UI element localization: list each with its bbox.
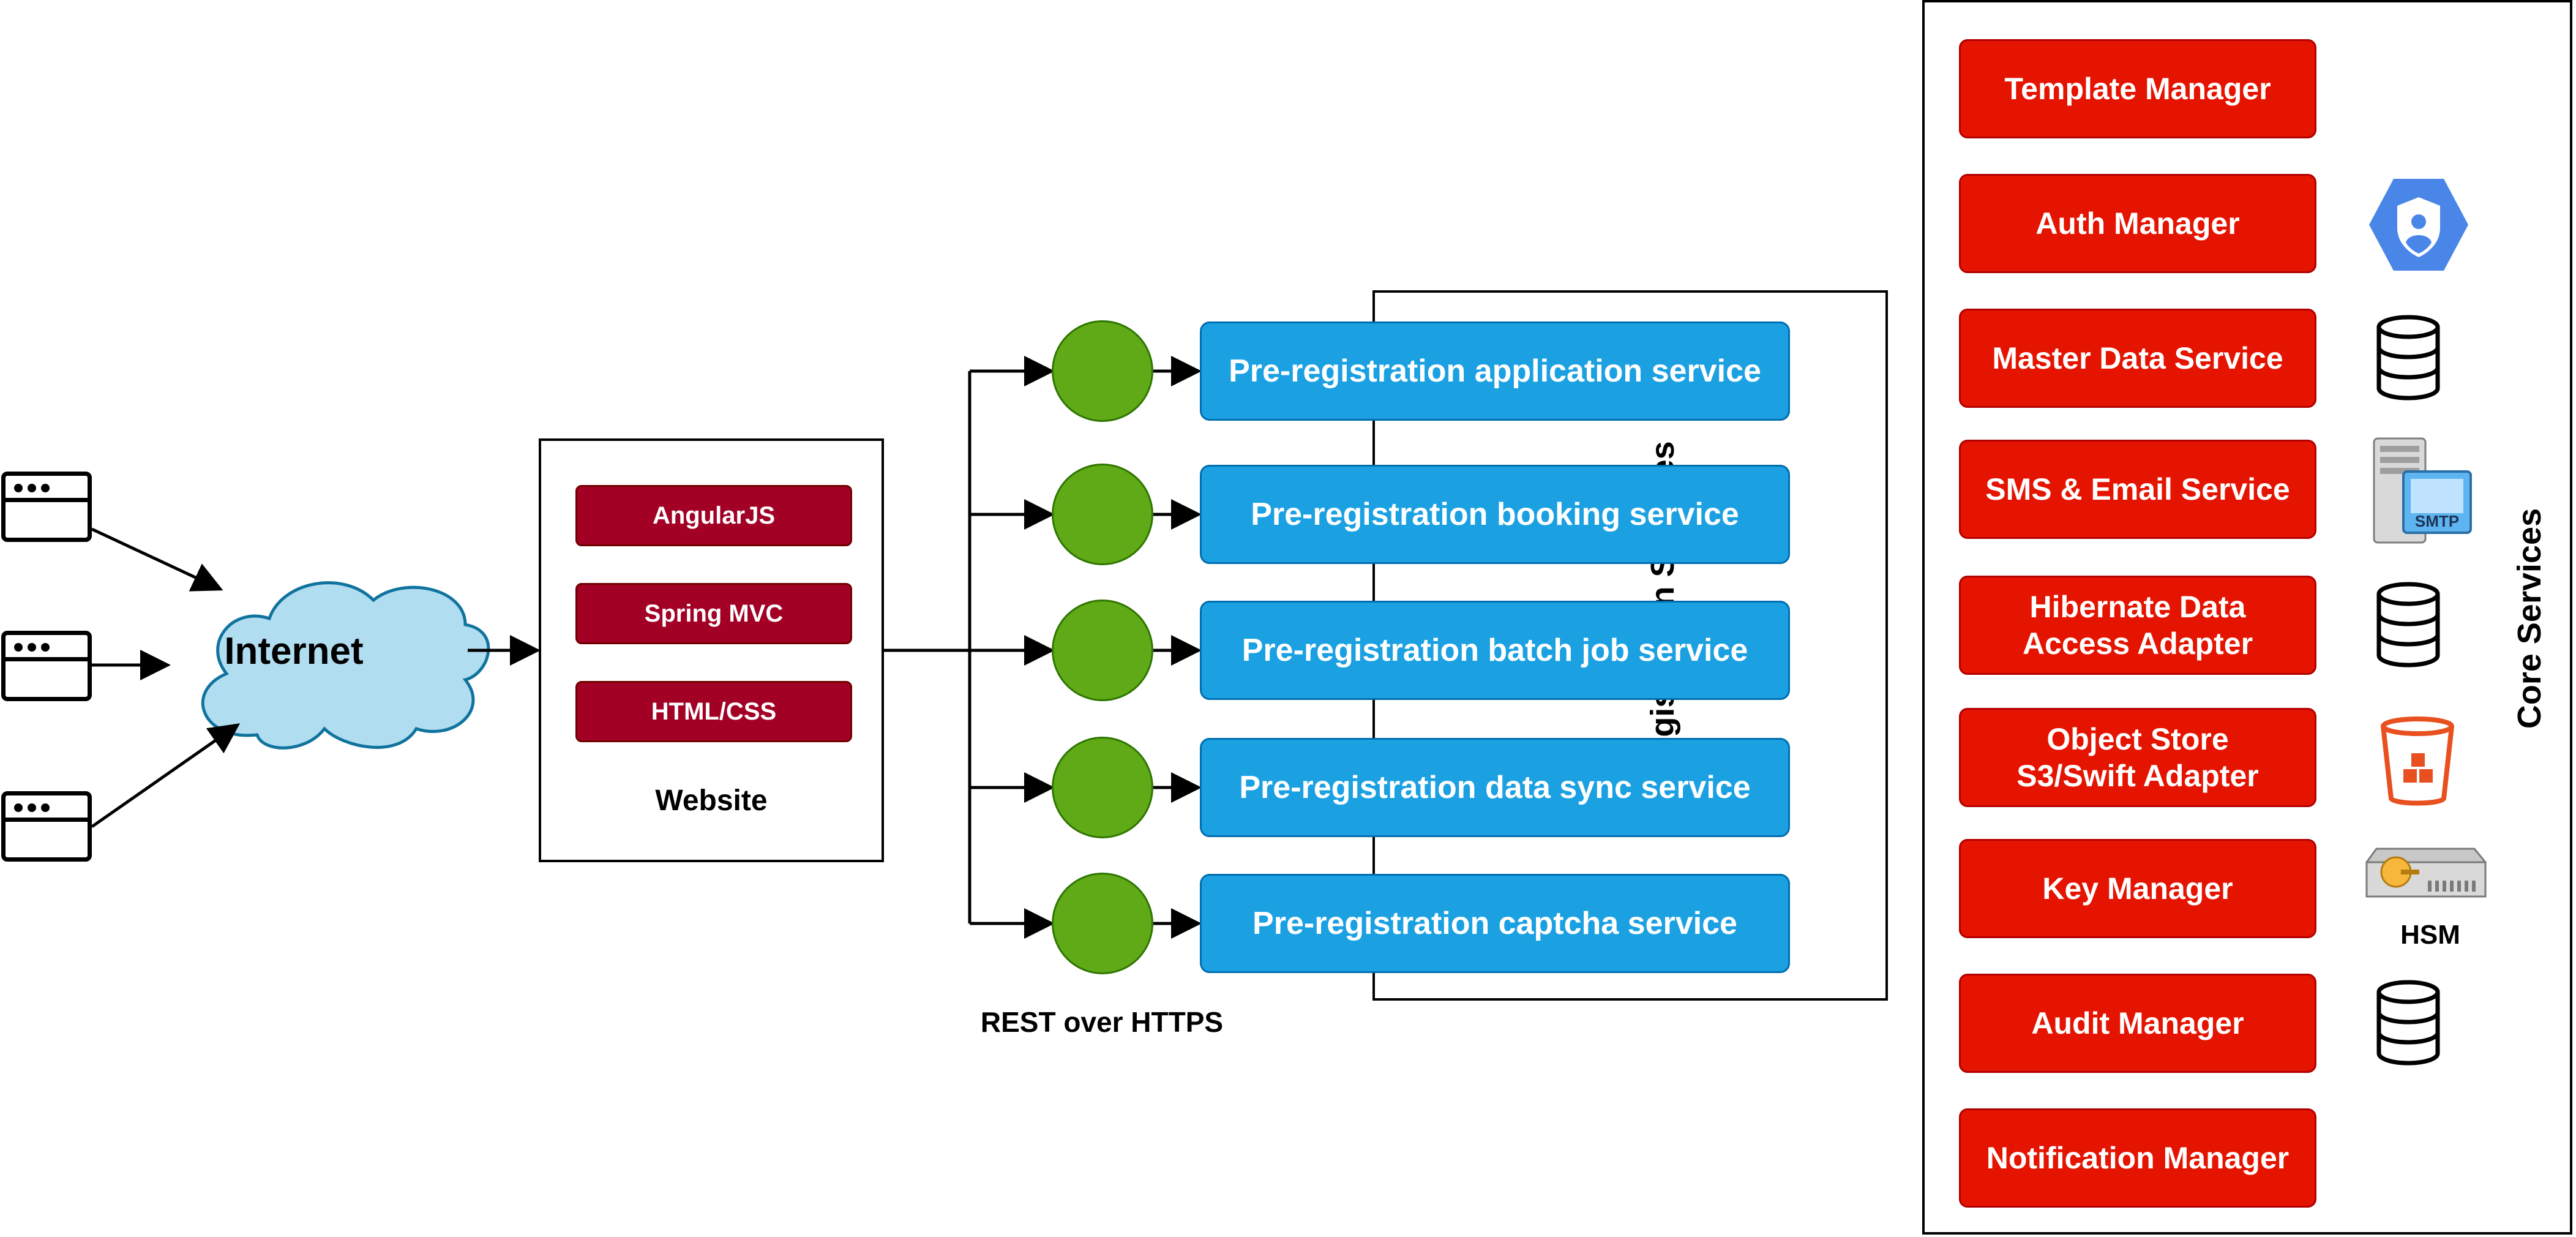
rest-endpoint-icon xyxy=(1052,600,1153,701)
database-icon xyxy=(2376,980,2440,1066)
tech-spring-mvc: Spring MVC xyxy=(575,583,852,644)
svg-text:SMTP: SMTP xyxy=(2415,512,2459,530)
rest-endpoint-icon xyxy=(1052,873,1153,974)
browser-3-arrow xyxy=(91,723,241,829)
browser-window-icon xyxy=(1,472,92,542)
rest-endpoint-icon xyxy=(1052,320,1153,422)
hsm-label: HSM xyxy=(2400,920,2460,950)
service-captcha: Pre-registration captcha service xyxy=(1200,874,1790,973)
tech-html-css: HTML/CSS xyxy=(575,681,852,742)
rest-endpoint-icon xyxy=(1052,737,1153,838)
core-key-manager: Key Manager xyxy=(1959,839,2316,938)
core-master-data-service: Master Data Service xyxy=(1959,309,2316,408)
core-audit-manager: Audit Manager xyxy=(1959,974,2316,1073)
core-notification-manager: Notification Manager xyxy=(1959,1108,2316,1208)
core-sms-email-service: SMS & Email Service xyxy=(1959,440,2316,539)
service-batch-job: Pre-registration batch job service xyxy=(1200,601,1790,700)
s3-bucket-icon xyxy=(2381,716,2454,806)
rest-over-https-label: REST over HTTPS xyxy=(980,1006,1224,1038)
browser-1-arrow xyxy=(91,527,223,592)
internet-cloud-icon xyxy=(201,581,490,750)
browser-window-icon xyxy=(1,791,92,862)
website-label: Website xyxy=(655,784,768,817)
core-group-label: Core Services xyxy=(2511,508,2548,729)
shield-user-icon xyxy=(2369,179,2468,271)
tech-angularjs: AngularJS xyxy=(575,485,852,546)
smtp-server-icon: SMTP xyxy=(2373,437,2472,544)
core-hibernate-adapter: Hibernate Data Access Adapter xyxy=(1959,576,2316,675)
database-icon xyxy=(2376,315,2440,400)
rest-endpoint-icon xyxy=(1052,464,1153,565)
browser-window-icon xyxy=(1,631,92,701)
service-data-sync: Pre-registration data sync service xyxy=(1200,738,1790,837)
service-booking: Pre-registration booking service xyxy=(1200,465,1790,564)
website-box: AngularJS Spring MVC HTML/CSS Website xyxy=(539,438,884,862)
internet-label: Internet xyxy=(224,630,364,672)
core-object-store-adapter: Object Store S3/Swift Adapter xyxy=(1959,708,2316,807)
hsm-server-icon xyxy=(2365,848,2487,898)
core-template-manager: Template Manager xyxy=(1959,39,2316,138)
database-icon xyxy=(2376,582,2440,667)
core-auth-manager: Auth Manager xyxy=(1959,174,2316,273)
service-application: Pre-registration application service xyxy=(1200,321,1790,421)
